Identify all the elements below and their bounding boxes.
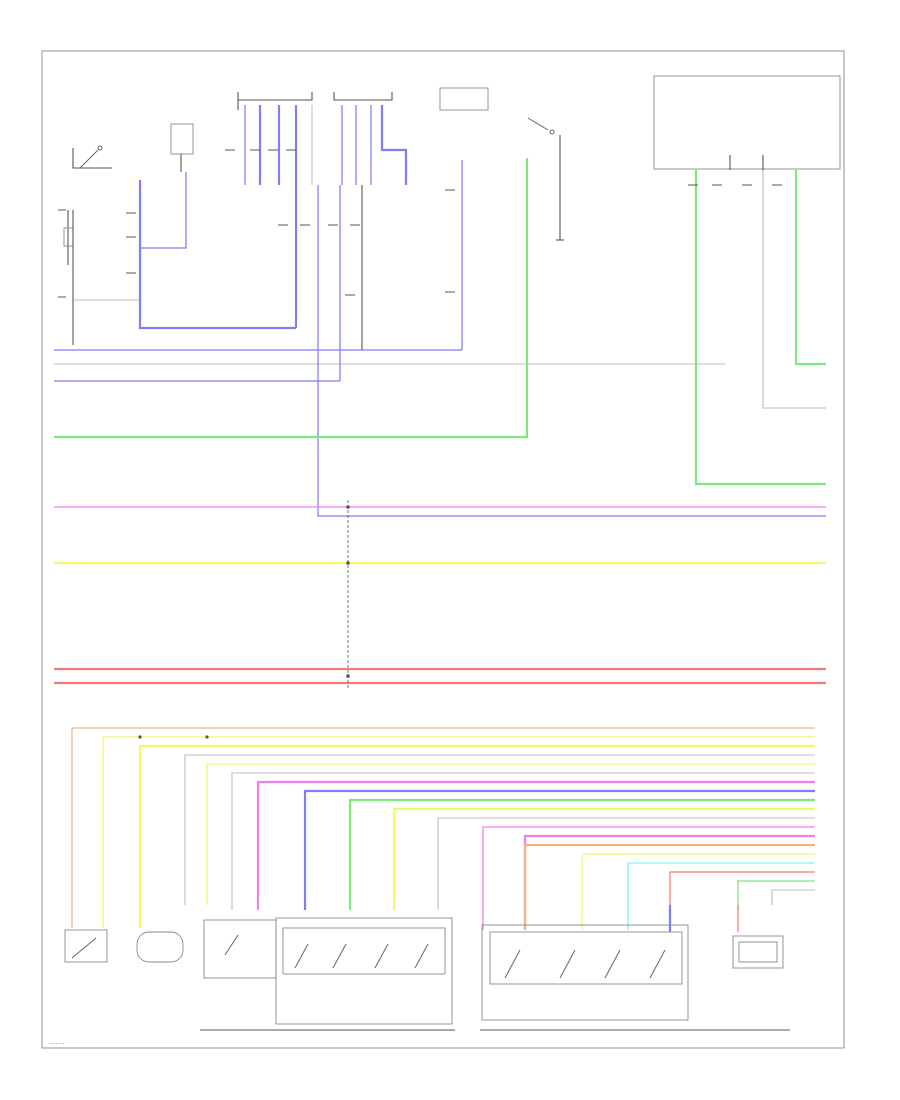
splice-bottom-1 [138, 735, 142, 739]
wire-green-9 [348, 798, 815, 910]
wire-magenta-12 [482, 826, 815, 930]
wire-blue-8 [303, 789, 815, 910]
left-rear-connector [333, 92, 393, 101]
wire-green-18 [737, 880, 815, 910]
bottom-components [64, 917, 790, 1031]
wire-yellow-2 [102, 736, 815, 928]
top-components [63, 75, 841, 345]
splice-dot-1 [346, 505, 350, 509]
wire-orange-1 [71, 727, 815, 928]
wire-blue-down-b [317, 185, 826, 517]
left-switch-assembly [63, 145, 140, 345]
rear-switch-group [481, 924, 689, 1021]
wire-blue-module-down [140, 172, 187, 249]
wire-magenta-7 [256, 780, 815, 910]
diagram-frame [41, 50, 845, 1049]
wire-green-bcm-2 [794, 170, 826, 366]
mid-module-box [439, 87, 489, 111]
wire-orange-14 [523, 843, 815, 930]
wire-gray-4 [184, 754, 815, 905]
switch-block-left [203, 919, 277, 979]
wire-gray-6 [231, 772, 815, 910]
wire-yellow-15 [581, 853, 815, 930]
small-module-box [170, 123, 194, 155]
splice-dot-3 [346, 674, 350, 678]
splice-dot-2 [346, 561, 350, 565]
middle-bus [54, 500, 826, 690]
wire-green-rear [54, 158, 529, 439]
wire-yellow-3 [138, 744, 815, 928]
sensor-left-2 [136, 931, 184, 963]
wire-gray-11 [437, 817, 815, 910]
wire-blue-v9 [380, 105, 408, 185]
rear-switch-inner [489, 931, 683, 985]
top-wires [54, 105, 826, 517]
sensor-left-1 [64, 929, 108, 963]
wire-cyan-16 [627, 862, 815, 930]
left-door-connector [237, 92, 313, 110]
page-footer: • • • • • [50, 1042, 64, 1046]
wire-blue-loop-left [138, 180, 296, 330]
splice-bottom-2 [205, 735, 209, 739]
wire-yellow-10 [392, 807, 815, 910]
body-control-module [653, 75, 841, 170]
master-switch-block [275, 917, 453, 1025]
wire-gray-bcm-3 [762, 170, 826, 409]
wire-green-bcm-1 [694, 170, 826, 486]
sensor-right [732, 935, 784, 969]
wire-yellow-5 [206, 763, 815, 905]
terminal-marks [58, 149, 782, 298]
sensor-right-inner [738, 941, 778, 963]
bottom-wires [71, 727, 815, 932]
rear-lock-switch [527, 117, 564, 241]
master-switch-inner [282, 927, 446, 975]
wire-gray-19 [771, 889, 815, 905]
